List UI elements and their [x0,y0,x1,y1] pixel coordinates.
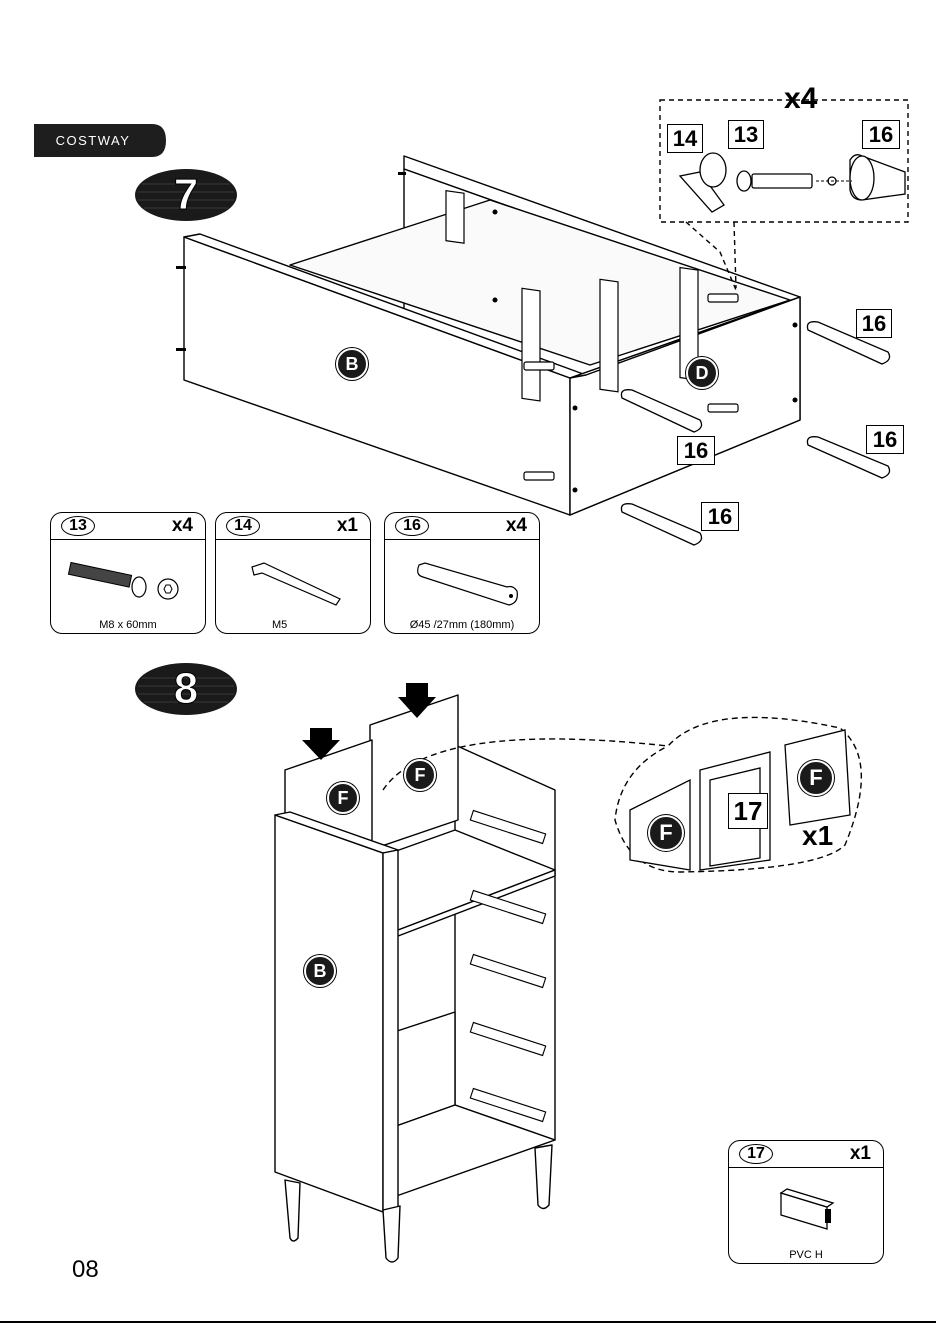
part-qty: x1 [850,1143,871,1165]
detail-multiplier: x4 [784,82,817,116]
part-card-header: 13 x4 [51,513,205,540]
part-spec: M8 x 60mm [51,619,205,631]
part-card-header: 16 x4 [385,513,539,540]
part-card-header: 14 x1 [216,513,370,540]
detail-id-17: 17 [728,793,768,829]
leg-icon [385,541,539,611]
part-spec: Ø45 /27mm (180mm) [385,619,539,631]
part-qty: x4 [172,515,193,537]
bolt-icon [51,541,205,611]
panel-label-b: B [336,348,368,380]
pvc-h-profile-icon [729,1169,883,1243]
panel-label-f-front: F [327,782,359,814]
part-qty: x1 [337,515,358,537]
leg-callout-3: 16 [677,436,715,465]
part-card-17: 17 x1 PVC H [728,1140,884,1264]
part-card-13: 13 x4 M8 x 60mm [50,512,206,634]
part-spec: PVC H [729,1249,883,1261]
part-card-14: 14 x1 M5 [215,512,371,634]
part-card-16: 16 x4 Ø45 /27mm (180mm) [384,512,540,634]
leg-callout-4: 16 [701,502,739,531]
allen-key-icon [216,541,370,611]
detail-qty: x1 [802,820,833,852]
page-number: 08 [72,1256,99,1284]
detail-label-f-right: F [798,760,834,796]
part-id: 14 [226,516,260,536]
part-id: 16 [395,516,429,536]
panel-label-b: B [304,955,336,987]
part-qty: x4 [506,515,527,537]
part-id: 13 [61,516,95,536]
part-card-header: 17 x1 [729,1141,883,1168]
detail-id-13: 13 [728,120,764,149]
detail-label-f-left: F [648,815,684,851]
detail-id-14: 14 [667,124,703,153]
panel-label-f-back: F [404,759,436,791]
part-id: 17 [739,1144,773,1164]
panel-label-d: D [686,357,718,389]
leg-callout-1: 16 [856,309,892,338]
leg-callout-2: 16 [866,425,904,454]
detail-id-16: 16 [862,120,900,149]
part-spec: M5 [216,619,370,631]
page-bottom-rule [0,1321,936,1323]
